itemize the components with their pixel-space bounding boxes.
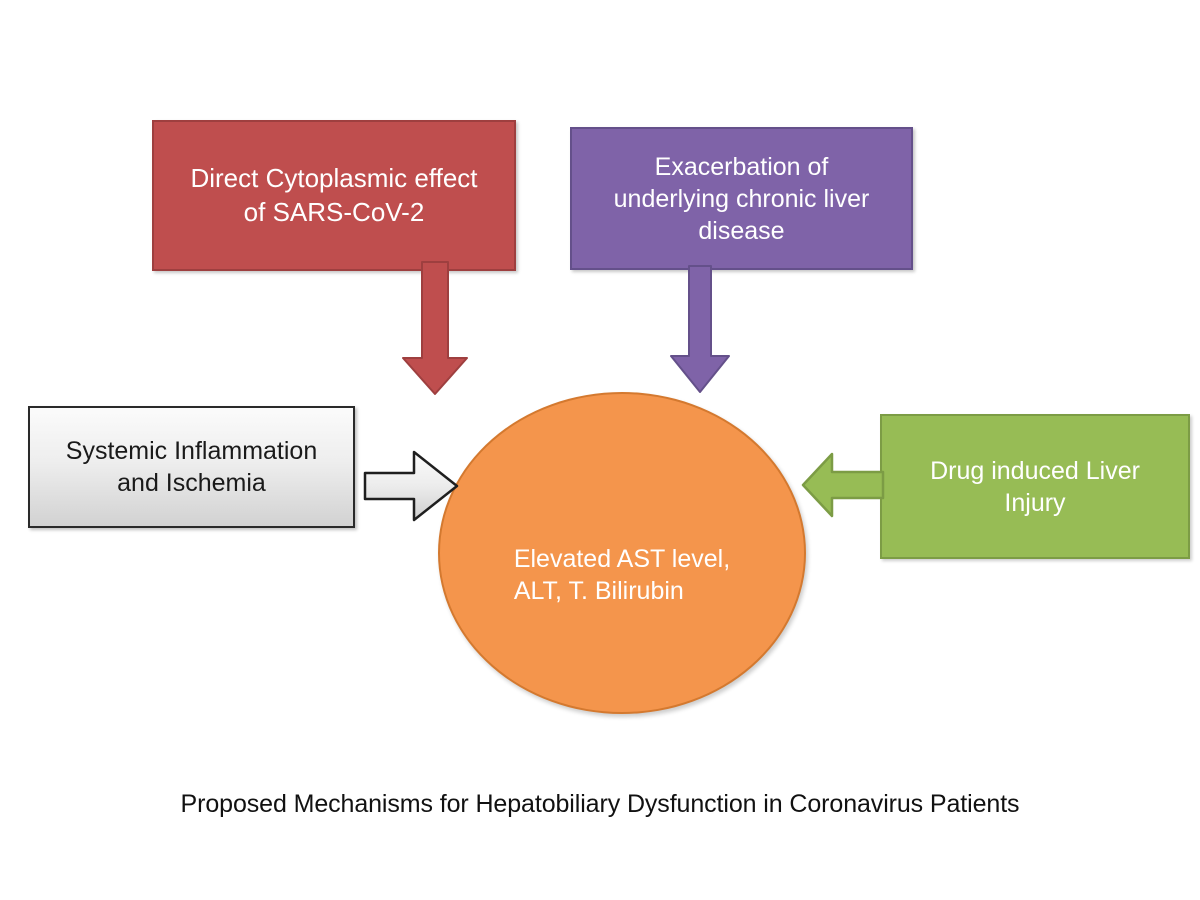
arrow-left-icon-green — [800, 450, 886, 520]
diagram-caption: Proposed Mechanisms for Hepatobiliary Dy… — [180, 790, 1020, 818]
arrow-right-icon-gray — [362, 447, 460, 525]
node-exacerbation-chronic-liver-disease[interactable]: Exacerbation of underlying chronic liver… — [570, 127, 913, 270]
node-label-elevated-liver-enzymes: Elevated AST level, ALT, T. Bilirubin — [513, 545, 731, 605]
node-label-direct-cytoplasmic-effect: Direct Cytoplasmic effect of SARS-CoV-2 — [190, 163, 478, 227]
arrow-down-icon-purple — [668, 265, 732, 394]
node-label-systemic-inflammation-and-ischemia: Systemic Inflammation and Ischemia — [65, 437, 318, 497]
node-drug-induced-liver-injury[interactable]: Drug induced Liver Injury — [880, 414, 1190, 559]
node-systemic-inflammation-and-ischemia[interactable]: Systemic Inflammation and Ischemia — [28, 406, 355, 528]
node-direct-cytoplasmic-effect[interactable]: Direct Cytoplasmic effect of SARS-CoV-2 — [152, 120, 516, 271]
node-label-drug-induced-liver-injury: Drug induced Liver Injury — [930, 456, 1140, 517]
node-label-exacerbation-chronic-liver-disease: Exacerbation of underlying chronic liver… — [613, 152, 870, 245]
node-elevated-liver-enzymes[interactable]: Elevated AST level, ALT, T. Bilirubin — [438, 392, 806, 714]
arrow-down-icon-red — [400, 261, 470, 396]
